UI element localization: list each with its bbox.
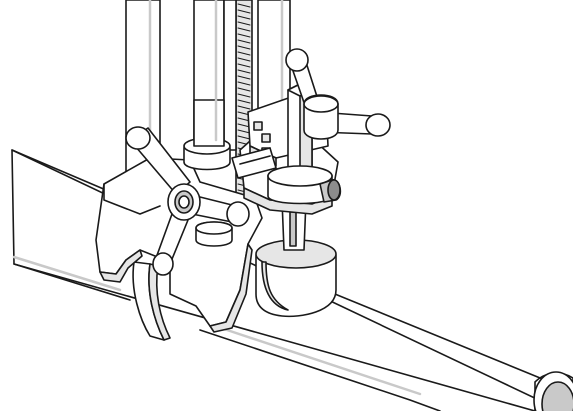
rack-tooth — [237, 51, 251, 56]
base-saddle-right-side — [209, 243, 253, 333]
base-collar-right-top — [195, 221, 233, 235]
rack-bracket-line — [239, 155, 271, 165]
base-saddle-edge — [103, 183, 161, 215]
rack-bracket-plate — [231, 147, 277, 179]
rack-tooth — [237, 135, 251, 140]
bit-shank-slot — [289, 211, 297, 247]
carriage-screw-1 — [253, 121, 263, 131]
pipe-top-edge — [11, 149, 121, 197]
pipe-bottom-edge — [13, 263, 131, 301]
core-drill-bit — [255, 199, 337, 318]
front-arm-down-knob[interactable] — [152, 252, 174, 276]
column-left-lower — [193, 99, 225, 147]
rack-tooth — [237, 105, 251, 110]
column-rear — [223, 0, 237, 151]
carriage-screw-2 — [261, 133, 271, 143]
rear-arm-up-knob[interactable] — [285, 48, 309, 72]
feed-handle-front[interactable] — [125, 126, 250, 276]
rack-tooth — [237, 81, 251, 86]
spindle-collar-top — [267, 165, 333, 187]
rack-tooth — [237, 129, 251, 134]
pipe-top-edge-right — [329, 291, 546, 381]
rack-tooth — [237, 21, 251, 26]
rack-tooth — [237, 15, 251, 20]
pipe-bottom-edge-right — [199, 329, 441, 411]
feed-handle-rear[interactable] — [285, 48, 391, 140]
rack-tooth — [237, 63, 251, 68]
rack-tooth — [237, 45, 251, 50]
rack-tooth — [237, 33, 251, 38]
rack-tooth — [237, 99, 251, 104]
pipe-highlight — [12, 255, 122, 292]
pipe-end-inner — [541, 381, 573, 411]
rack-tooth — [237, 3, 251, 8]
rear-hub-top[interactable] — [303, 95, 339, 113]
rack-tooth — [237, 27, 251, 32]
rack-tooth — [237, 9, 251, 14]
base-saddle-side — [99, 249, 143, 283]
bit-shade — [261, 261, 289, 311]
pipe — [11, 149, 573, 411]
rack-bracket — [231, 147, 277, 179]
pipe-clamp-strap — [132, 261, 171, 341]
lock-knob[interactable] — [319, 179, 342, 203]
rack-tooth — [237, 39, 251, 44]
rack-tooth — [237, 87, 251, 92]
front-arm-up-knob[interactable] — [125, 126, 151, 150]
rear-arm-right-knob[interactable] — [365, 113, 391, 137]
rack-teeth — [237, 3, 251, 194]
front-arm-right-knob[interactable] — [226, 201, 250, 227]
rack-tooth — [237, 93, 251, 98]
pipe-highlight-right — [213, 324, 422, 396]
front-hub-center[interactable] — [178, 195, 190, 209]
strap-band-shadow — [148, 263, 171, 341]
rack-tooth — [237, 57, 251, 62]
lock-knob-end[interactable] — [327, 179, 341, 201]
rack-tooth — [237, 123, 251, 128]
rack-tooth — [237, 75, 251, 80]
rack-tooth — [237, 69, 251, 74]
